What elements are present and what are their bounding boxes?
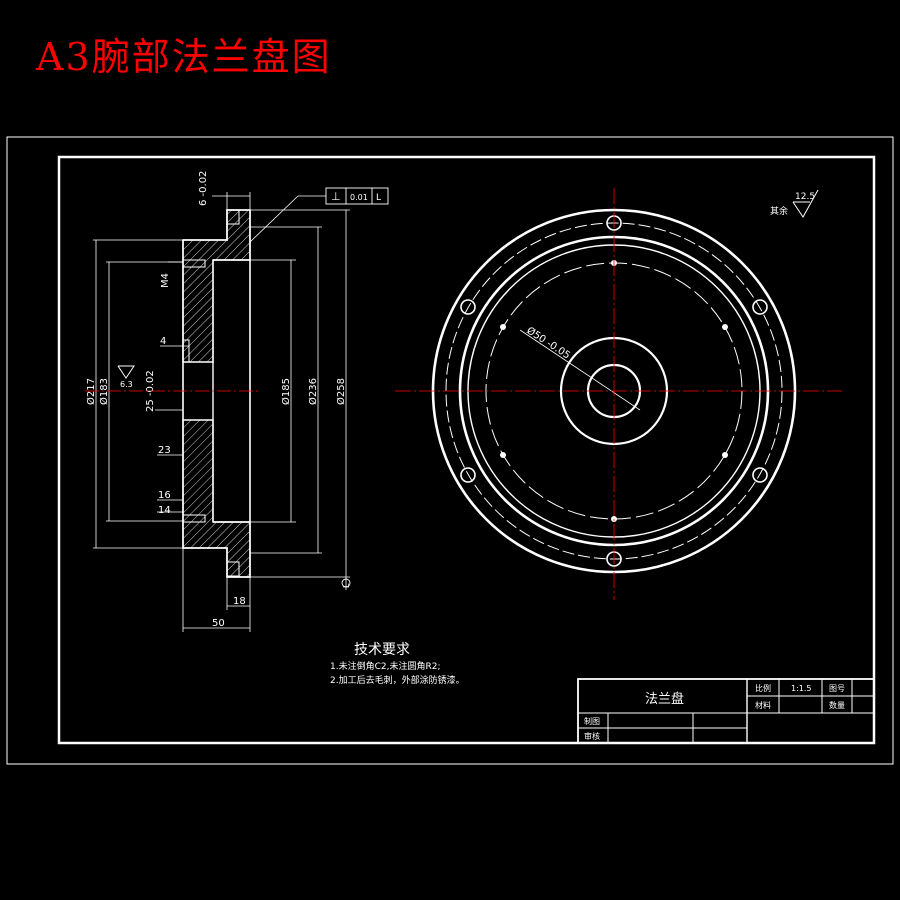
dim-dia185: Ø185: [280, 378, 292, 405]
inner-holes: [500, 260, 728, 522]
roughness-other: 其余 12.5: [770, 189, 819, 218]
tolerance-frame: ⊥ 0.01 L: [325, 187, 389, 205]
bore-dim-leader: [519, 329, 641, 411]
outer-bolt-hole: [752, 467, 768, 483]
reviewer-label: 审核: [584, 731, 600, 741]
roughness-value: 12.5: [795, 192, 815, 202]
dimension-lines: [93, 192, 350, 632]
page-title: A3腕部法兰盘图: [36, 35, 332, 79]
roughness-prefix: 其余: [770, 205, 788, 217]
thread-hole-step-top: [226, 209, 240, 225]
datum-label: L: [342, 583, 351, 588]
scale-value: 1:1.5: [791, 684, 812, 693]
inner-hole: [722, 324, 728, 330]
thread-hole-top: [182, 259, 206, 268]
inner-hole: [500, 452, 506, 458]
tolerance-datum: L: [376, 193, 381, 203]
outer-frame: [6, 136, 894, 765]
section-hatch-main: [182, 209, 251, 363]
inner-hole: [722, 452, 728, 458]
dim-18: 18: [233, 596, 246, 607]
roughness-symbol-section: [117, 365, 135, 379]
tech-req-title: 技术要求: [354, 642, 410, 658]
scale-label: 比例: [755, 683, 771, 693]
dim-dia217: Ø217: [85, 378, 97, 405]
dim-rough63: 6.3: [120, 380, 133, 389]
section-dimension-texts: 6 -0.02 M4 4 6.3 25 -0.02 23 16 14 18 50…: [85, 171, 347, 629]
tolerance-value: 0.01: [350, 193, 368, 202]
tolerance-symbol: ⊥: [331, 190, 341, 203]
dim-dia183: Ø183: [98, 378, 110, 405]
dim-23: 23: [158, 445, 171, 456]
dim-50: 50: [212, 618, 225, 629]
outer-bolt-hole: [752, 299, 768, 315]
tech-req-item-2: 2.加工后去毛刺，外部涂防锈漆。: [330, 674, 465, 686]
material-label: 材料: [755, 700, 771, 710]
inner-hole: [500, 324, 506, 330]
thread-hole-step-bottom: [226, 561, 240, 577]
tech-req-item-1: 1.未注倒角C2,未注圆角R2;: [330, 660, 440, 672]
dim-4: 4: [160, 336, 166, 347]
quantity-label: 数量: [829, 700, 845, 710]
outer-bolt-hole: [460, 467, 476, 483]
drawing-no-label: 图号: [829, 684, 845, 693]
dim-25: 25 -0.02: [145, 370, 156, 412]
section-view: [93, 192, 350, 632]
drafter-label: 制图: [584, 716, 600, 726]
title-block-texts: 法兰盘 比例 1:1.5 图号 材料 数量 制图 审核: [584, 683, 845, 741]
inner-frame: [57, 155, 876, 745]
tech-requirements: 技术要求 1.未注倒角C2,未注圆角R2; 2.加工后去毛刺，外部涂防锈漆。: [330, 642, 465, 686]
bore-dimension: Ø50 -0.05: [524, 324, 572, 361]
dim-m4: M4: [160, 273, 171, 288]
title-block: [577, 678, 875, 744]
groove: [182, 339, 190, 363]
dim-14: 14: [158, 505, 171, 516]
dim-dia236: Ø236: [307, 378, 319, 405]
part-name: 法兰盘: [645, 691, 684, 707]
outer-bolt-hole: [460, 299, 476, 315]
dim-dia258: Ø258: [335, 378, 347, 405]
thread-hole-bottom: [182, 514, 206, 523]
datum-marker: L: [341, 578, 351, 588]
dim-top-tol: 6 -0.02: [198, 171, 209, 206]
dim-16: 16: [158, 490, 171, 501]
section-hatch-lower: [182, 419, 251, 578]
